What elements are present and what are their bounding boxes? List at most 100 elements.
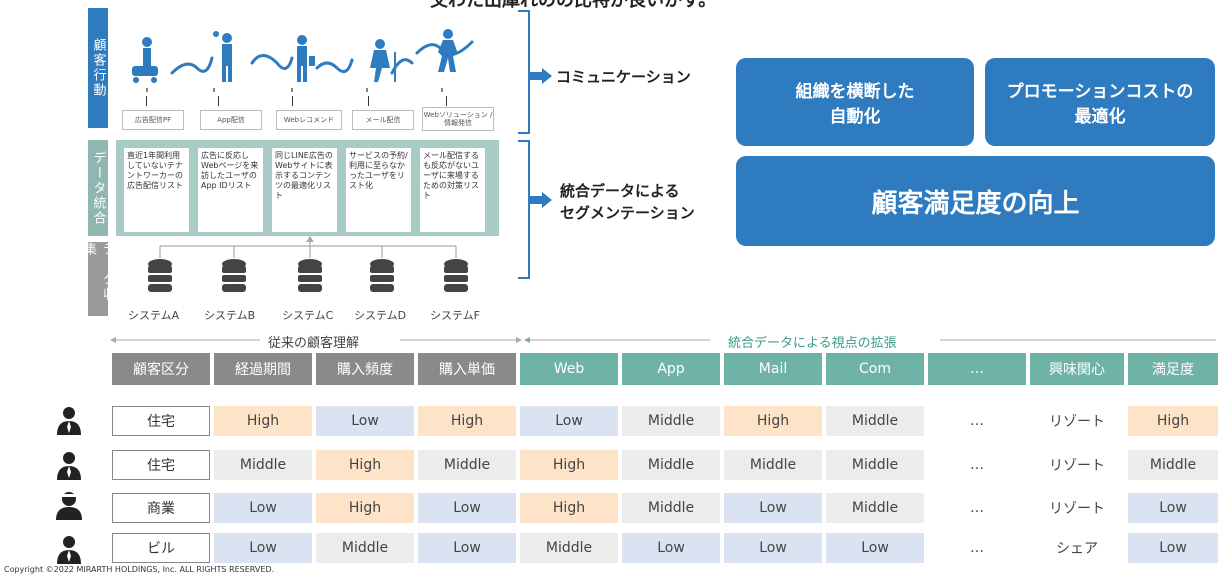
section-label-expanded: 統合データによる視点の拡張 (728, 336, 897, 351)
outcome-box-automation-line2: 自動化 (829, 107, 881, 127)
database-icon (444, 259, 468, 292)
table-cell: Low (826, 533, 924, 563)
bracket-integration (518, 140, 530, 279)
header-interest: 興味関心 (1030, 353, 1124, 385)
shopper-person-icon (297, 35, 315, 82)
segment-box-3: 同じLINE広告のWebサイトに表示するコンテンツの最適化リスト (272, 148, 337, 232)
table-cell: Middle (1128, 450, 1218, 480)
table-cell: Middle (622, 493, 720, 523)
person-icon (57, 407, 81, 435)
table-cell: High (1128, 406, 1218, 436)
table-cell: Low (214, 533, 312, 563)
system-label-a: システムA (128, 309, 180, 322)
table-cell: Middle (826, 450, 924, 480)
header-satisfaction: 満足度 (1128, 353, 1218, 385)
table-cell: Middle (622, 450, 720, 480)
table-cell: リゾート (1049, 501, 1105, 517)
table-cell: 商業 (112, 493, 210, 523)
outcome-box-cost: プロモーションコストの最適化 (985, 58, 1215, 146)
communication-label: コミュニケーション (556, 68, 691, 86)
table-cell: Low (520, 406, 618, 436)
system-label-c: システムC (282, 309, 334, 322)
system-label-b: システムB (204, 309, 256, 322)
slide-title: 交わた出庫れのの比特が良いかす。 (430, 0, 717, 11)
person-icon (57, 536, 81, 564)
channel-mail: メール配信 (352, 110, 414, 130)
channel-arrow-3 (292, 96, 293, 106)
table-cell: … (970, 457, 984, 473)
person-icon (56, 492, 82, 520)
walking-person-icon (438, 29, 458, 72)
arrow-right-icon (530, 68, 552, 84)
table-cell: Middle (826, 406, 924, 436)
channel-web-recommend: Webレコメンド (276, 110, 342, 130)
table-cell: High (418, 406, 516, 436)
table-cell: Middle (214, 450, 312, 480)
table-cell: Low (622, 533, 720, 563)
header-app: App (622, 353, 720, 385)
database-icon (370, 259, 394, 292)
channel-ad-pf: 広告配信PF (122, 110, 184, 130)
channel-arrows (146, 88, 443, 92)
table-cell: Low (214, 493, 312, 523)
table-cell: Low (724, 493, 822, 523)
database-icon (222, 259, 246, 292)
table-cell: Middle (418, 450, 516, 480)
table-cell: リゾート (1049, 414, 1105, 430)
header-mail: Mail (724, 353, 822, 385)
table-cell: … (970, 500, 984, 516)
table-cell: Low (316, 406, 414, 436)
table-cell: Low (724, 533, 822, 563)
table-cell: Low (1128, 533, 1218, 563)
table-cell: Middle (622, 406, 720, 436)
channel-app: App配信 (200, 110, 262, 130)
customer-journey-illustration (132, 29, 474, 92)
table-cell: High (214, 406, 312, 436)
side-tab-data-integration: データ統合 (88, 140, 108, 236)
table-cell: Middle (724, 450, 822, 480)
copyright-notice: Copyright ©2022 MIRARTH HOLDINGS, Inc. A… (4, 565, 275, 574)
table-cell: 住宅 (112, 450, 210, 480)
channel-web-solution: Webソリューション / 情報発信 (422, 107, 494, 131)
table-cell: Middle (520, 533, 618, 563)
header-com: Com (826, 353, 924, 385)
header-elapsed: 経過期間 (214, 353, 312, 385)
table-cell: … (970, 413, 984, 429)
channel-arrow-2 (218, 96, 219, 106)
outcome-box-cost-line1: プロモーションコストの (1006, 82, 1194, 102)
table-cell: 住宅 (112, 406, 210, 436)
section-label-traditional: 従来の顧客理解 (268, 336, 360, 351)
segmentation-label-2: セグメンテーション (560, 204, 695, 222)
outcome-box-automation: 組織を横断した自動化 (736, 58, 974, 146)
header-ellipsis: … (928, 353, 1026, 385)
table-cell: … (970, 540, 984, 556)
elderly-person-icon (370, 39, 396, 82)
system-label-d: システムD (354, 309, 407, 322)
table-cell: High (316, 493, 414, 523)
header-web: Web (520, 353, 618, 385)
segment-box-1: 直近1年間利用していないテナントワーカーの広告配信リスト (124, 148, 189, 232)
table-cell: リゾート (1049, 458, 1105, 474)
channel-arrow-5 (446, 96, 447, 106)
parent-child-icon (213, 31, 232, 82)
table-cell: High (316, 450, 414, 480)
table-cell: Low (418, 493, 516, 523)
outcome-box-cost-line2: 最適化 (1074, 107, 1126, 127)
side-tab-customer-behavior: 顧客行動 (88, 8, 108, 128)
outcome-box-automation-line1: 組織を横断した (795, 82, 915, 102)
stroller-person-icon (132, 37, 158, 83)
system-label-f: システムF (430, 309, 480, 322)
bracket-behavior (518, 10, 530, 134)
table-cell: Middle (316, 533, 414, 563)
table-cell: Low (418, 533, 516, 563)
table-cell: シェア (1056, 541, 1098, 557)
table-cell: ビル (112, 533, 210, 563)
segment-box-5: メール配信するも反応がないユーザに来場するための対策リスト (420, 148, 485, 232)
section-dividers (110, 337, 1216, 343)
side-tab-data-collection: データ収集 (81, 242, 115, 316)
database-icon (148, 259, 172, 292)
table-cell: High (520, 450, 618, 480)
table-cell: High (724, 406, 822, 436)
header-unit-price: 購入単価 (418, 353, 516, 385)
channel-arrow-1 (146, 96, 147, 106)
